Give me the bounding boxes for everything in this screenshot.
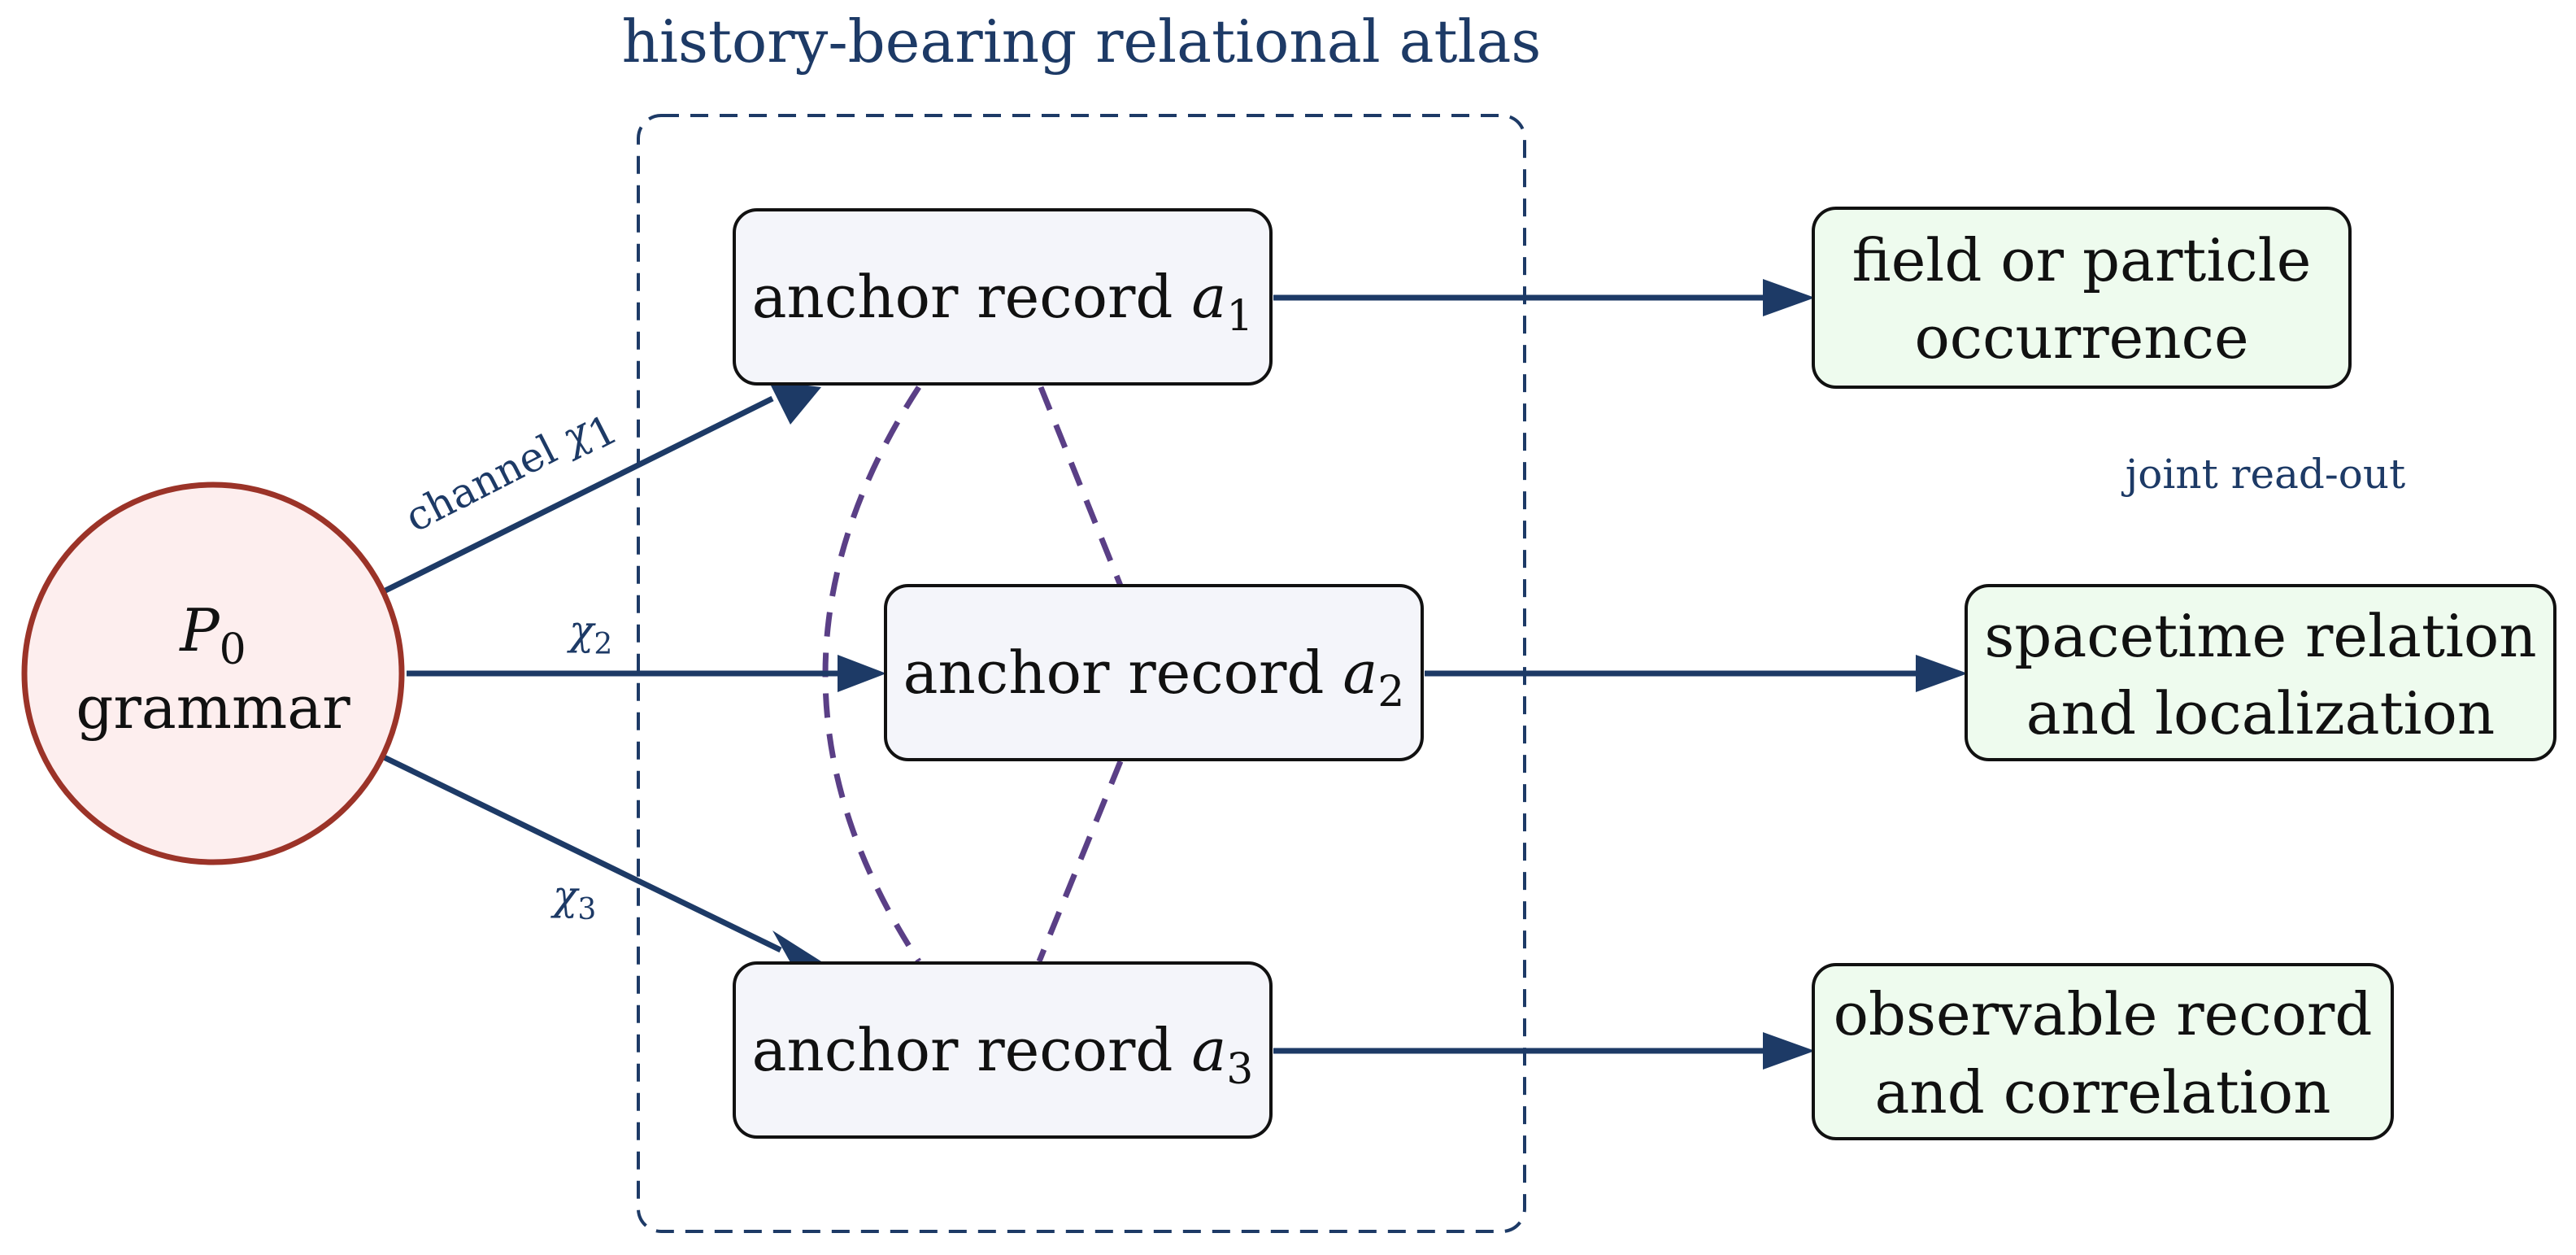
output-node-2: spacetime relation and localization: [1965, 584, 2556, 761]
output-line1-1: field or particle: [1852, 226, 2312, 294]
anchor-box-2: [884, 584, 1424, 761]
correlation-a1-a2: [1038, 386, 1124, 587]
channel-arrowhead-1: [768, 381, 821, 425]
source-node: P0 grammar: [21, 482, 405, 865]
channel-arrow-1: [381, 395, 774, 595]
joint-readout-label: joint read-out: [2121, 451, 2405, 498]
output-line1-3: observable record: [1834, 980, 2373, 1048]
output-arrowheads: [1763, 279, 1968, 1070]
atlas-title: history-bearing relational atlas: [622, 7, 1542, 76]
correlation-a2-a3: [1036, 760, 1124, 963]
output-node-3: observable record and correlation: [1812, 963, 2394, 1140]
channel-arrows: [381, 395, 846, 953]
channel-arrowhead-2: [838, 655, 886, 692]
output-box-3: [1812, 963, 2394, 1140]
output-arrowhead-2: [1916, 655, 1968, 692]
output-line2-1: occurrence: [1914, 303, 2248, 372]
channel-arrowheads: [768, 381, 886, 971]
anchor-label-1: anchor record a1: [752, 263, 1254, 341]
source-label: grammar: [76, 673, 350, 742]
output-box-2: [1965, 584, 2556, 761]
output-line2-3: and correlation: [1874, 1058, 2330, 1126]
anchor-node-2: anchor record a2: [884, 584, 1424, 761]
source-circle: [21, 482, 405, 865]
anchor-label-2: anchor record a2: [903, 638, 1405, 717]
anchor-box-1: [733, 208, 1273, 386]
output-line2-2: and localization: [2026, 679, 2496, 747]
channel-arrow-3: [381, 753, 782, 953]
channel-arrowhead-3: [772, 930, 821, 971]
output-node-1: field or particle occurrence: [1812, 207, 2352, 389]
anchor-label-3: anchor record a3: [752, 1016, 1254, 1094]
output-line1-2: spacetime relation: [1984, 602, 2536, 670]
output-box-1: [1812, 207, 2352, 389]
source-symbol: P0: [178, 596, 246, 674]
anchor-node-1: anchor record a1: [733, 208, 1273, 386]
anchor-box-3: [733, 961, 1273, 1139]
channel-label-3: χ3: [550, 872, 596, 926]
anchor-node-3: anchor record a3: [733, 961, 1273, 1139]
output-arrows: [1273, 294, 1919, 1054]
channel-label-2: χ2: [567, 607, 612, 661]
output-arrowhead-1: [1763, 279, 1815, 316]
output-arrowhead-3: [1763, 1032, 1815, 1070]
